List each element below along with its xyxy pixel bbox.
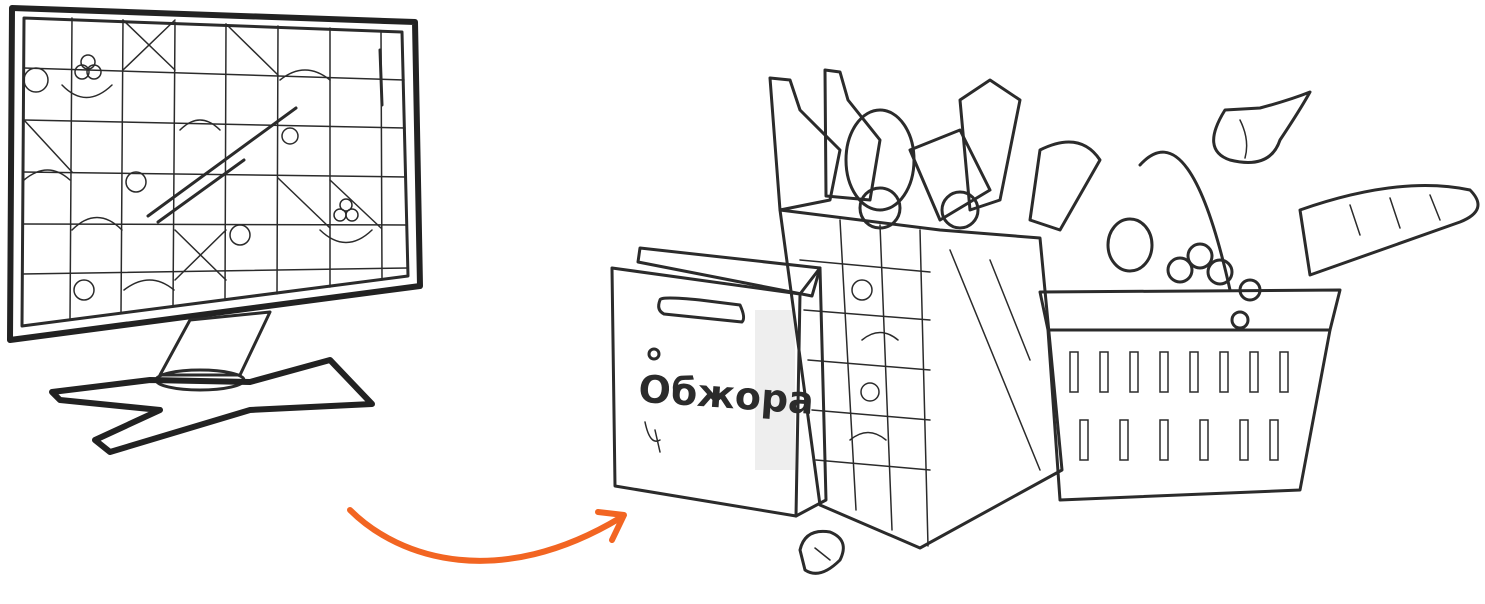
grocery-bag-illustration	[768, 68, 1102, 550]
garlic-illustration	[1212, 90, 1312, 164]
screen-pattern	[21, 17, 409, 321]
bag-pattern	[799, 219, 1041, 547]
basket-slots	[1069, 351, 1289, 461]
monitor-illustration	[7, 5, 423, 455]
arrow-icon	[347, 507, 627, 564]
basket-illustration	[1038, 150, 1480, 502]
shopping-bag-illustration: Обжора	[610, 246, 828, 518]
mushroom-illustration	[798, 529, 845, 575]
